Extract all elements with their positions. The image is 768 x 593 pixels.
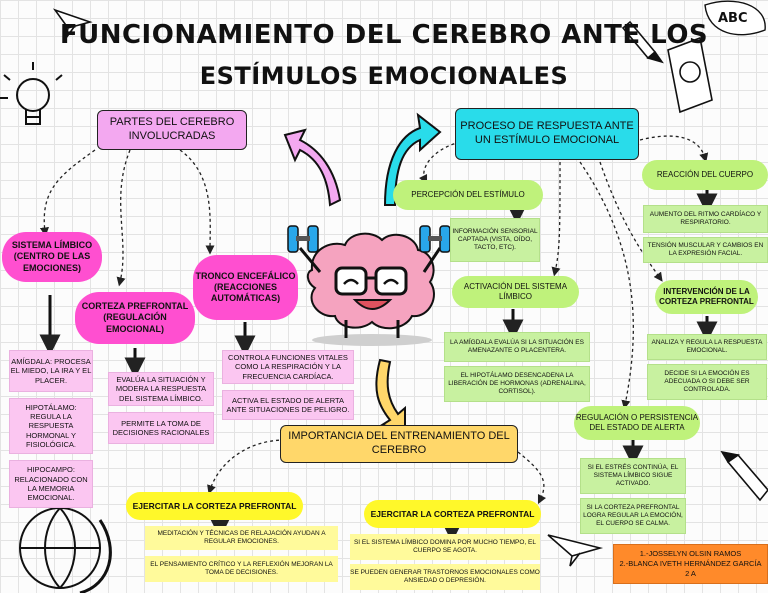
connector-proceso-intervencion (599, 161, 663, 282)
node-ejercitar-corteza-right: EJERCITAR LA CORTEZA PREFRONTAL (364, 500, 541, 528)
paper-plane-icon (52, 8, 93, 39)
detail-trastornos: SE PUEDEN GENERAR TRASTORNOS EMOCIONALES… (350, 564, 540, 590)
node-tronco-encefalico: TRONCO ENCEFÁLICO (REACCIONES AUTOMÁTICA… (193, 255, 298, 320)
detail-evalua-situacion: EVALÚA LA SITUACIÓN Y MODERA LA RESPUEST… (108, 372, 214, 406)
globe-icon (19, 507, 112, 593)
connector-importancia-left (207, 439, 286, 495)
detail-hipotalamo-hormonas: EL HIPOTÁLAMO DESENCADENA LA LIBERACIÓN … (444, 366, 590, 402)
detail-decide-emocion: DECIDE SI LA EMOCIÓN ES ADECUADA O SI DE… (647, 364, 767, 400)
curved-arrow-lavender (283, 128, 342, 207)
detail-amigdala-evalua: LA AMÍGDALA EVALÚA SI LA SITUACIÓN ES AM… (444, 332, 590, 362)
node-reaccion-cuerpo: REACCIÓN DEL CUERPO (642, 160, 768, 190)
detail-ritmo-cardiaco: AUMENTO DEL RITMO CARDÍACO Y RESPIRATORI… (643, 205, 768, 233)
detail-funciones-vitales: CONTROLA FUNCIONES VITALES COMO LA RESPI… (222, 350, 354, 384)
connector-partes-limbico (39, 149, 96, 237)
node-sistema-limbico: SISTEMA LÍMBICO (CENTRO DE LAS EMOCIONES… (2, 232, 102, 282)
brain-mascot-icon (287, 225, 451, 346)
curved-arrow-cyan (383, 112, 442, 206)
page-title-line1: FUNCIONAMIENTO DEL CEREBRO ANTE LOS (59, 20, 709, 50)
node-ejercitar-corteza-left: EJERCITAR LA CORTEZA PREFRONTAL (126, 492, 303, 520)
node-activacion-limbico: ACTIVACIÓN DEL SISTEMA LÍMBICO (452, 276, 579, 308)
pencil-top-icon (621, 20, 664, 64)
detail-tension-muscular: TENSIÓN MUSCULAR Y CAMBIOS EN LA EXPRESI… (643, 237, 768, 263)
connector-partes-tronco (179, 149, 215, 255)
node-intervencion-corteza: INTERVENCIÓN DE LA CORTEZA PREFRONTAL (655, 280, 758, 314)
pencil-bottom-icon (720, 450, 768, 502)
connector-proceso-regulacion (579, 161, 634, 410)
lightbulb-icon (0, 62, 63, 125)
connector-proceso-activacion (551, 161, 561, 277)
detail-estres-continua: SI EL ESTRÉS CONTINÚA, EL SISTEMA LÍMBIC… (580, 458, 686, 494)
detail-amigdala: AMÍGDALA: PROCESA EL MIEDO, LA IRA Y EL … (9, 350, 93, 392)
connector-proceso-percepcion (418, 141, 461, 185)
connector-proceso-reaccion (639, 135, 709, 163)
authors-box: 1.-JOSSELYN OLSIN RAMOS 2.-BLANCA IVETH … (613, 544, 768, 584)
abc-icon (704, 0, 766, 36)
detail-hipotalamo: HIPOTÁLAMO: REGULA LA RESPUESTA HORMONAL… (9, 398, 93, 454)
detail-pensamiento-critico: EL PENSAMIENTO CRÍTICO Y LA REFLEXIÓN ME… (145, 556, 338, 582)
detail-meditacion: MEDITACIÓN Y TÉCNICAS DE RELAJACIÓN AYUD… (145, 526, 338, 550)
paper-plane-bottom-icon (547, 534, 604, 567)
connector-importancia-right (517, 451, 547, 505)
author-1: 1.-JOSSELYN OLSIN RAMOS (639, 549, 742, 559)
detail-cuerpo-calma: SI LA CORTEZA PREFRONTAL LOGRA REGULAR L… (580, 498, 686, 534)
detail-limbico-domina: SI EL SISTEMA LÍMBICO DOMINA POR MUCHO T… (350, 534, 540, 560)
header-partes-cerebro: PARTES DEL CEREBRO INVOLUCRADAS (97, 110, 247, 150)
detail-hipocampo: HIPOCAMPO: RELACIONADO CON LA MEMORIA EM… (9, 460, 93, 508)
connector-partes-corteza (116, 149, 131, 287)
node-corteza-prefrontal: CORTEZA PREFRONTAL (REGULACIÓN EMOCIONAL… (75, 292, 195, 344)
curved-arrow-gold (375, 358, 406, 432)
abc-text: ABC (718, 11, 748, 26)
detail-toma-decisiones: PERMITE LA TOMA DE DECISIONES RACIONALES (108, 412, 214, 444)
author-2: 2.-BLANCA IVETH HERNÁNDEZ GARCÍA (619, 559, 762, 569)
detail-informacion-sensorial: INFORMACIÓN SENSORIAL CAPTADA (VISTA, OÍ… (450, 218, 540, 262)
header-proceso-respuesta: PROCESO DE RESPUESTA ANTE UN ESTÍMULO EM… (455, 108, 639, 160)
apple-icon (679, 61, 701, 83)
node-regulacion-alerta: REGULACIÓN O PERSISTENCIA DEL ESTADO DE … (574, 406, 700, 440)
page-title-line2: ESTÍMULOS EMOCIONALES (199, 62, 569, 90)
detail-analiza-regula: ANALIZA Y REGULA LA RESPUESTA EMOCIONAL. (647, 334, 767, 360)
detail-estado-alerta: ACTIVA EL ESTADO DE ALERTA ANTE SITUACIO… (222, 390, 354, 420)
notebook-icon (667, 36, 713, 114)
header-importancia: IMPORTANCIA DEL ENTRENAMIENTO DEL CEREBR… (280, 425, 518, 463)
node-percepcion-estimulo: PERCEPCIÓN DEL ESTÍMULO (393, 180, 543, 210)
author-group: 2 A (685, 568, 696, 578)
